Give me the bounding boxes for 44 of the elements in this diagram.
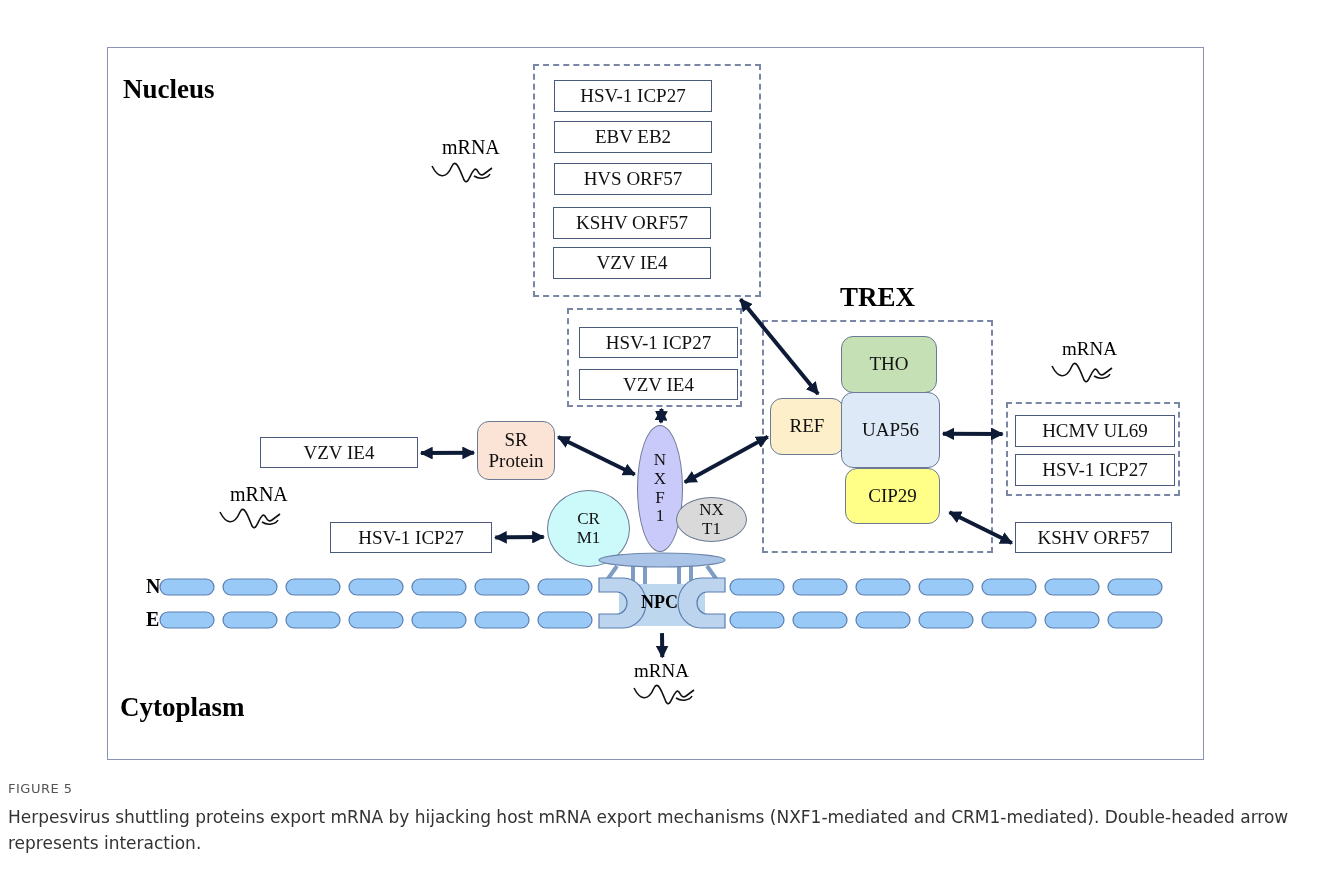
- protein-box: HSV-1 ICP27: [330, 522, 492, 553]
- group-heading: TREX: [839, 282, 916, 313]
- protein-box: KSHV ORF57: [553, 207, 711, 239]
- double-arrow: [419, 446, 476, 460]
- double-arrow: [556, 435, 636, 477]
- membrane-letter: N: [146, 575, 161, 598]
- protein-complex-box: SR Protein: [477, 421, 555, 480]
- double-arrow: [738, 298, 820, 396]
- protein-box: EBV EB2: [554, 121, 712, 153]
- protein-box: HSV-1 ICP27: [554, 80, 712, 112]
- protein-complex-box: THO: [841, 336, 937, 393]
- protein-box: HVS ORF57: [554, 163, 712, 195]
- double-arrow: [948, 510, 1013, 545]
- figure-number: FIGURE 5: [8, 781, 73, 796]
- protein-complex-box: UAP56: [841, 392, 940, 468]
- pore-label: NPC: [641, 592, 678, 613]
- dashed-group-frame: [533, 64, 761, 297]
- double-arrow: [941, 427, 1004, 441]
- region-label: Nucleus: [123, 74, 215, 105]
- protein-complex-box: CIP29: [845, 468, 940, 524]
- region-label: Cytoplasm: [120, 692, 245, 723]
- membrane-letter: E: [146, 608, 160, 631]
- protein-box: HSV-1 ICP27: [579, 327, 738, 358]
- protein-box: VZV IE4: [579, 369, 738, 400]
- mrna-label: mRNA: [1062, 338, 1117, 360]
- protein-box: KSHV ORF57: [1015, 522, 1172, 553]
- double-arrow: [654, 407, 668, 424]
- protein-ellipse: N X F 1: [637, 425, 683, 552]
- protein-ellipse: NX T1: [676, 497, 747, 542]
- figure-caption: Herpesvirus shuttling proteins export mRNA by hijacking host mRNA export mechanisms (NXF1-mediated and CRM1-mediated). Double-headed arrow represents interaction.: [8, 806, 1290, 855]
- protein-ellipse: CR M1: [547, 490, 630, 567]
- protein-complex-box: REF: [770, 398, 844, 455]
- dashed-group-frame: [567, 308, 742, 407]
- double-arrow: [493, 530, 545, 544]
- mrna-label: mRNA: [442, 136, 500, 159]
- dashed-group-frame: [1006, 402, 1180, 496]
- protein-box: HCMV UL69: [1015, 415, 1175, 447]
- protein-box: VZV IE4: [553, 247, 711, 279]
- mrna-label: mRNA: [634, 660, 689, 682]
- mrna-label: mRNA: [230, 483, 288, 506]
- double-arrow: [683, 435, 769, 484]
- arrow: [655, 633, 669, 659]
- protein-box: VZV IE4: [260, 437, 418, 468]
- protein-box: HSV-1 ICP27: [1015, 454, 1175, 486]
